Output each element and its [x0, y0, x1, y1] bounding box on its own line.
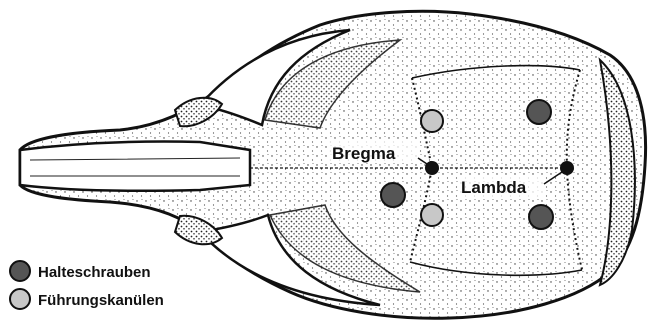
- legend-screw-swatch: [10, 261, 30, 281]
- screw-marker: [527, 100, 551, 124]
- screw-marker: [529, 205, 553, 229]
- lambda-label: Lambda: [461, 178, 527, 197]
- legend-screws-label: Halteschrauben: [38, 264, 151, 281]
- legend-cannulae-label: Führungskanülen: [38, 292, 164, 309]
- cannula-marker: [421, 204, 443, 226]
- bregma-point: [425, 161, 439, 175]
- screw-marker: [381, 183, 405, 207]
- legend: Halteschrauben Führungskanülen: [2, 260, 202, 322]
- lambda-point: [560, 161, 574, 175]
- bregma-label: Bregma: [332, 144, 396, 163]
- legend-cannula-swatch: [10, 289, 30, 309]
- cannula-marker: [421, 110, 443, 132]
